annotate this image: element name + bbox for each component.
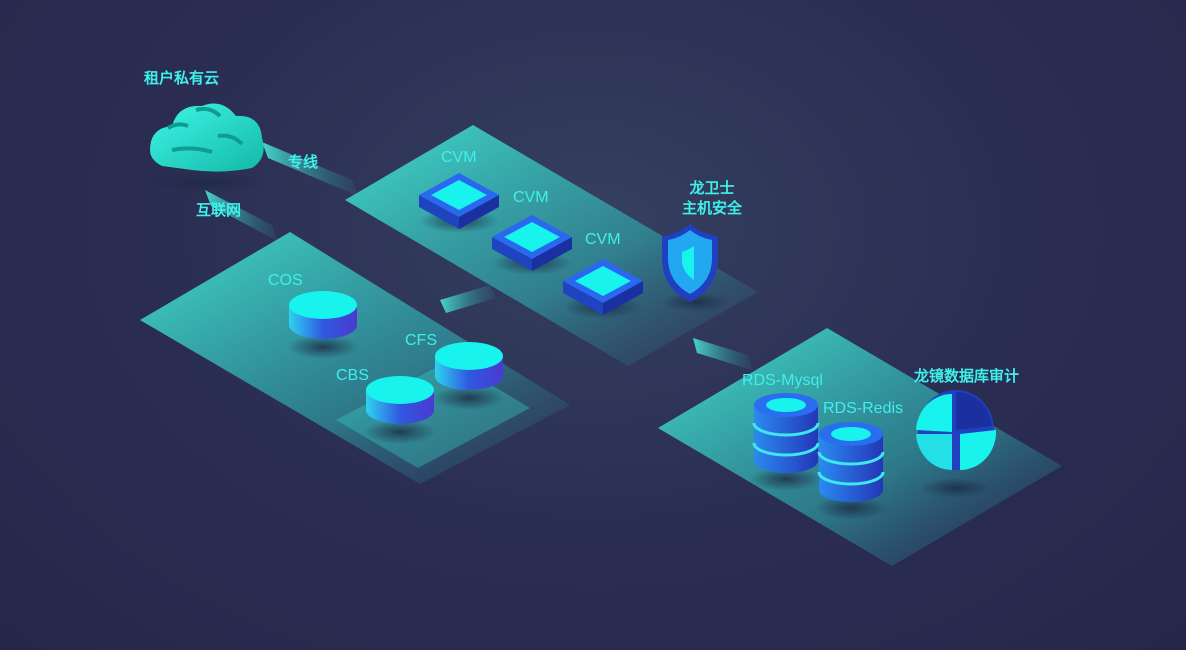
tenant-cloud-label: 租户私有云 [144,69,220,87]
rds-mysql-label: RDS-Mysql [742,372,823,389]
internet-label: 互联网 [196,201,242,219]
cbs-label: CBS [336,367,369,384]
cvm-3-label: CVM [585,231,621,248]
connector-internet [205,190,278,241]
rds-redis-database-icon [815,422,887,520]
cvm-server-icon [563,259,643,319]
connector-compute-database [693,338,752,370]
db-audit-label: 龙镜数据库审计 [914,367,1020,385]
cvm-2-label: CVM [513,189,549,206]
connector-dedicated-line [262,142,358,196]
dedicated-line-label: 专线 [288,153,319,171]
cvm-server-icon [492,215,572,275]
pie-chart-icon [916,390,997,498]
rds-mysql-database-icon [750,393,822,491]
cfs-label: CFS [405,332,437,349]
cfs-storage-icon [433,342,505,410]
tenant-cloud-icon [145,103,265,192]
cbs-storage-icon [364,376,436,444]
connector-storage-compute [440,285,496,313]
cos-storage-icon [287,291,359,359]
cvm-1-label: CVM [441,149,477,166]
cvm-server-icon [419,173,499,233]
cos-label: COS [268,272,303,289]
host-security-label-line1: 龙卫士 [689,179,735,197]
shield-icon [662,224,730,312]
rds-redis-label: RDS-Redis [823,400,904,417]
host-security-label-line2: 主机安全 [681,199,742,217]
